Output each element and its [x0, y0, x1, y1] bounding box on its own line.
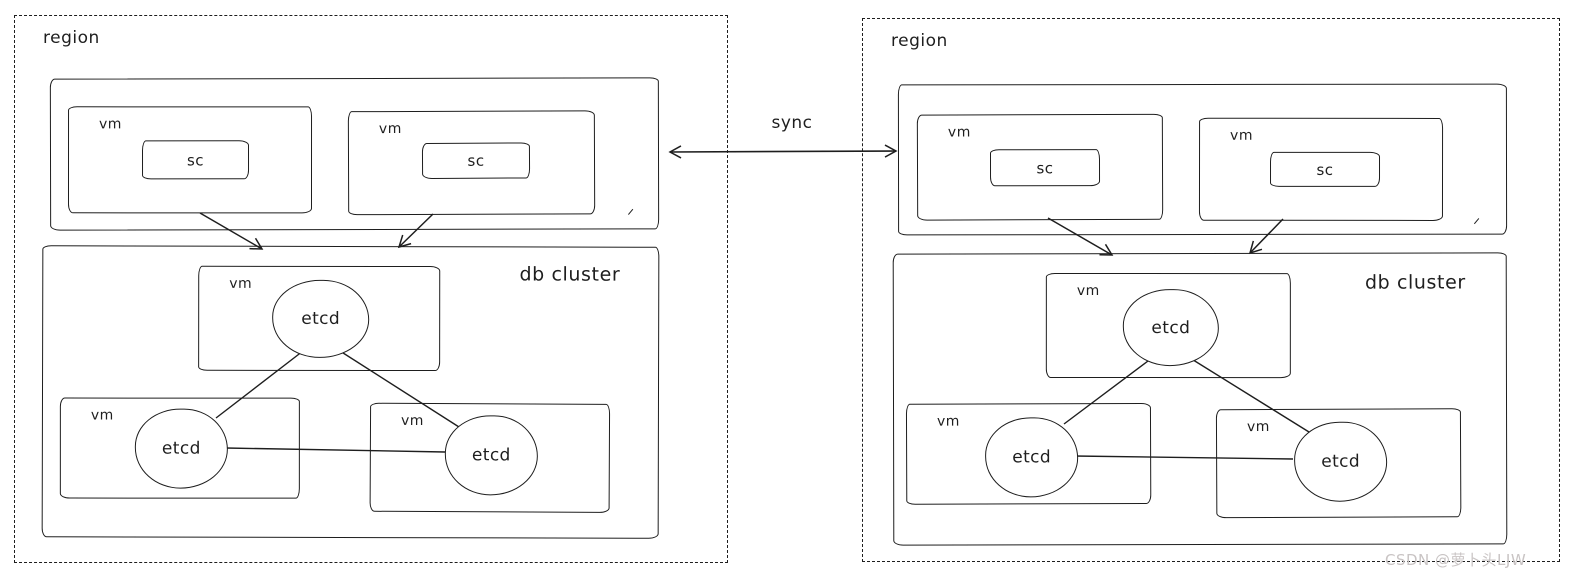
etcd-label: etcd: [161, 438, 201, 459]
vm-label: vm: [90, 407, 114, 424]
stray-pen-mark: [1473, 218, 1480, 225]
app-tier-box-left: vm sc vm sc: [49, 77, 660, 231]
vm-label: vm: [378, 120, 402, 138]
sc-label: sc: [467, 151, 485, 170]
db-vm-box-right-top: vm etcd: [1045, 273, 1291, 379]
app-vm-box-left-2: vm sc: [347, 110, 596, 216]
db-vm-box-left-br: vm etcd: [369, 402, 611, 513]
etcd-node: etcd: [1122, 289, 1219, 367]
sc-box: sc: [421, 142, 531, 180]
vm-label: vm: [400, 412, 424, 430]
region-box-right: region: [862, 18, 1560, 562]
stray-pen-mark: [627, 208, 634, 215]
vm-label: vm: [947, 124, 971, 141]
sc-box: sc: [141, 140, 250, 180]
vm-label: vm: [99, 116, 122, 133]
sync-label: sync: [771, 113, 813, 133]
db-cluster-box-right: db cluster vm etcd vm etcd vm etcd: [892, 252, 1508, 546]
region-box-left: region: [14, 15, 728, 563]
db-vm-box-left-bl: vm etcd: [59, 397, 300, 499]
sc-label: sc: [1036, 158, 1054, 177]
etcd-label: etcd: [471, 445, 511, 466]
sc-box: sc: [1270, 151, 1381, 187]
etcd-label: etcd: [1151, 317, 1191, 338]
app-vm-box-right-2: vm sc: [1198, 117, 1444, 221]
region-label-right: region: [891, 31, 948, 51]
vm-label: vm: [1246, 418, 1270, 436]
etcd-node: etcd: [444, 415, 539, 496]
app-tier-box-right: vm sc vm sc: [897, 83, 1508, 236]
db-cluster-label: db cluster: [519, 263, 621, 286]
etcd-node: etcd: [134, 408, 228, 489]
db-vm-box-right-bl: vm etcd: [905, 402, 1152, 505]
vm-label: vm: [1230, 127, 1253, 144]
sc-label: sc: [1316, 160, 1334, 179]
etcd-node: etcd: [984, 417, 1079, 498]
app-vm-box-left-1: vm sc: [67, 106, 313, 214]
sc-label: sc: [186, 150, 205, 169]
sc-box: sc: [989, 149, 1101, 187]
db-vm-box-left-top: vm etcd: [198, 265, 441, 372]
etcd-node: etcd: [1293, 421, 1388, 502]
csdn-watermark: CSDN @萝卜头LJW: [1385, 551, 1527, 569]
app-vm-box-right-1: vm sc: [916, 113, 1164, 221]
etcd-label: etcd: [1012, 447, 1052, 468]
region-label-left: region: [43, 28, 100, 48]
db-vm-box-right-br: vm etcd: [1215, 408, 1462, 519]
etcd-label: etcd: [1321, 451, 1361, 472]
etcd-label: etcd: [301, 308, 341, 329]
db-cluster-box-left: db cluster vm etcd vm etcd vm etcd: [41, 245, 660, 539]
vm-label: vm: [936, 413, 960, 430]
db-cluster-label: db cluster: [1364, 271, 1466, 294]
vm-label: vm: [229, 275, 253, 292]
etcd-node: etcd: [272, 279, 370, 358]
vm-label: vm: [1076, 283, 1100, 300]
